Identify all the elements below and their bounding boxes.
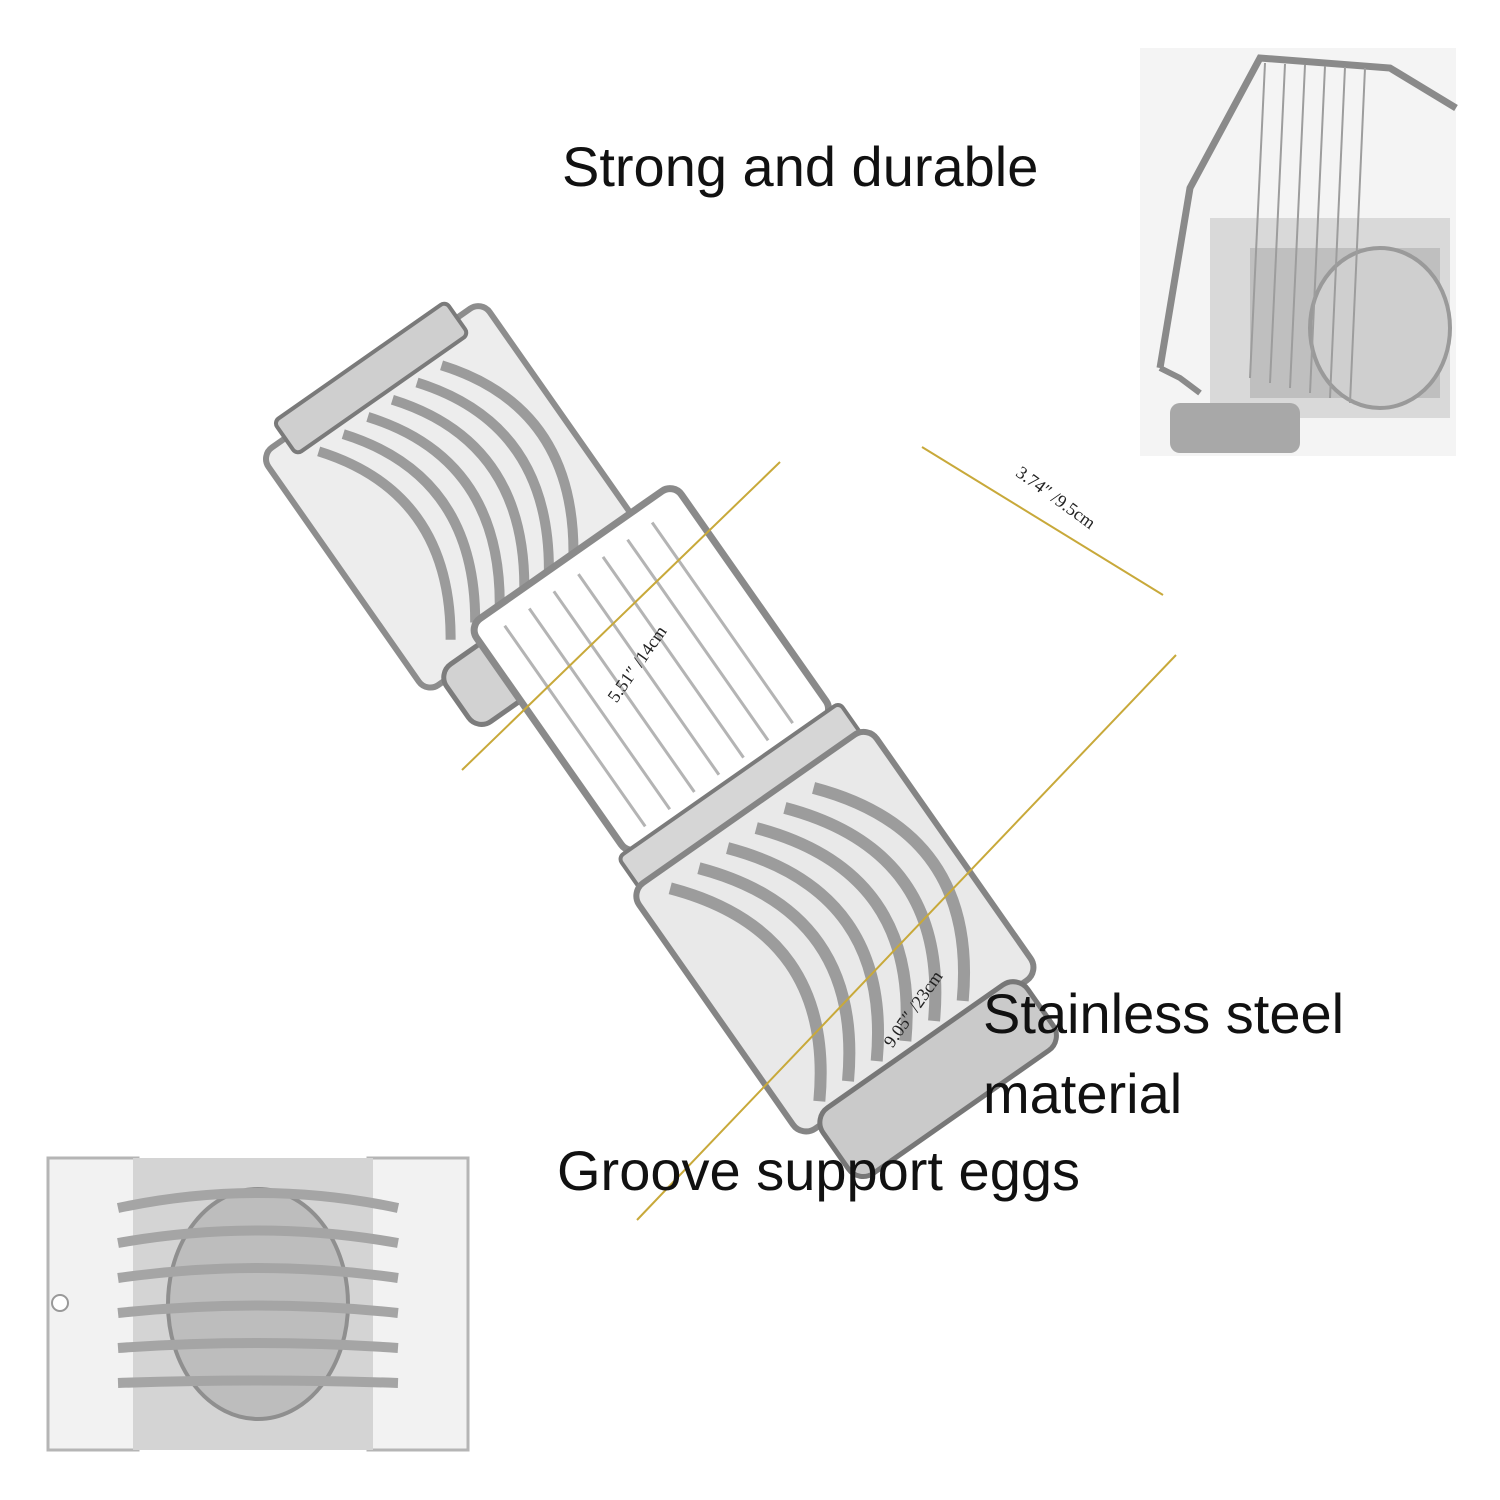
slicer-top-closeup-photo [1140,48,1458,456]
caption-stainless-steel-line1: Stainless steel [983,982,1345,1045]
large-slicer-photo [470,485,1059,1179]
caption-stainless-steel-line2: material [983,1062,1183,1125]
caption-strong-and-durable: Strong and durable [562,135,1039,198]
caption-groove-support-eggs: Groove support eggs [557,1139,1080,1202]
groove-closeup-photo [46,1156,470,1452]
dimension-line-small-length [461,461,781,771]
dimension-line-large-length [636,654,1177,1221]
dimension-line-width [921,446,1164,596]
